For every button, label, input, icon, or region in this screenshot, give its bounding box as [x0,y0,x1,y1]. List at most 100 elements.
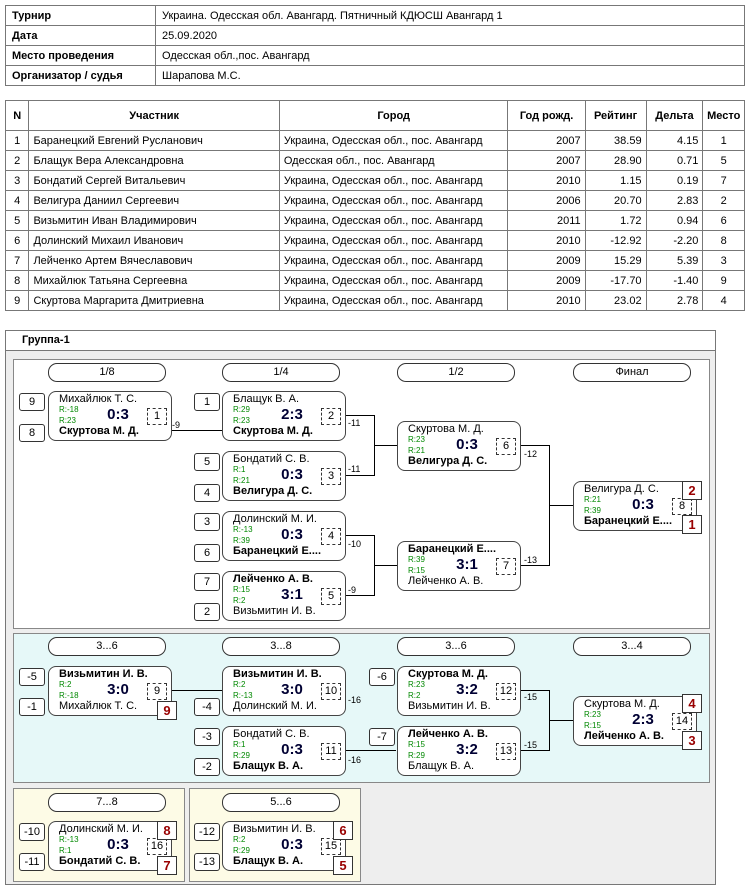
rating-top: R:1 [233,465,246,474]
round-header: 3...6 [397,637,515,656]
table-cell: 1.15 [584,170,647,191]
player-bottom: Велигура Д. С. [408,455,488,467]
info-value: 25.09.2020 [155,25,745,46]
place-badge: 5 [333,856,353,875]
round-header: 3...6 [48,637,166,656]
table-cell: Украина, Одесская обл., пос. Авангард [278,230,509,251]
round-header: 3...8 [222,637,340,656]
table-cell: 2010 [507,290,586,311]
rating-bottom: R:2 [233,596,246,605]
info-value: Шарапова М.С. [155,65,745,86]
rating-bottom: R:21 [408,446,425,455]
seed-box: 2 [194,603,220,621]
seed-box: 1 [194,393,220,411]
seed-box: -10 [19,823,45,841]
connector-line [346,475,374,476]
table-cell: 2 [702,190,745,211]
table-cell: Скуртова Маргарита Дмитриевна [28,290,280,311]
seed-box: -11 [19,853,45,871]
table-cell: 0.71 [645,150,704,171]
place-badge: 7 [157,856,177,875]
rating-bottom: R:39 [233,536,250,545]
match-score: 3:1 [281,586,303,603]
loser-label: -9 [172,420,181,430]
match-score: 2:3 [632,711,654,728]
player-top: Скуртова М. Д. [584,698,660,710]
rating-bottom: R:15 [408,566,425,575]
player-top: Лейченко А. В. [233,573,313,585]
column-header: Год рожд. [507,100,586,131]
loser-label: -15 [524,740,538,750]
place-badge: 1 [682,515,702,534]
table-cell: 3 [702,250,745,271]
place-badge: 8 [157,821,177,840]
rating-top: R:23 [584,710,601,719]
table-cell: 8 [4,270,30,291]
rating-top: R:2 [233,680,246,689]
loser-label: -9 [348,585,357,595]
match-number: 8 [672,498,692,515]
table-cell: 6 [4,230,30,251]
connector-line [521,445,549,446]
rating-top: R:2 [233,835,246,844]
player-top: Визьмитин И. В. [233,668,322,680]
player-bottom: Баранецкий Е.... [233,545,322,557]
table-cell: 20.70 [584,190,647,211]
seed-box: 9 [19,393,45,411]
player-bottom: Скуртова М. Д. [59,425,139,437]
table-cell: 0.94 [645,210,704,231]
match-number: 11 [321,743,341,760]
table-cell: 23.02 [584,290,647,311]
seed-box: -13 [194,853,220,871]
group-title: Группа-1 [6,331,715,351]
match-number: 14 [672,713,692,730]
round-header: 1/8 [48,363,166,382]
seed-box: 3 [194,513,220,531]
table-cell: 2006 [507,190,586,211]
place-badge: 6 [333,821,353,840]
table-cell: 2 [4,150,30,171]
seed-box: 7 [194,573,220,591]
player-bottom: Велигура Д. С. [233,485,313,497]
seed-box: -5 [19,668,45,686]
seed-box: -6 [369,668,395,686]
rating-top: R:2 [59,680,72,689]
match-number: 13 [496,743,516,760]
seed-box: -7 [369,728,395,746]
loser-label: -13 [524,555,538,565]
round-header: 1/4 [222,363,340,382]
match-score: 0:3 [456,436,478,453]
connector-line [549,505,573,506]
table-cell: 4 [702,290,745,311]
loser-label: -10 [348,539,362,549]
column-header: N [4,100,30,131]
table-cell: 2010 [507,170,586,191]
player-top: Долинский М. И. [233,513,317,525]
player-bottom: Баранецкий Е.... [584,515,673,527]
seed-box: 4 [194,484,220,502]
rating-bottom: R:-18 [59,691,79,700]
table-cell: 38.59 [584,130,647,151]
table-cell: 2.83 [645,190,704,211]
round-header: 1/2 [397,363,515,382]
match-number: 10 [321,683,341,700]
table-cell: 2009 [507,250,586,271]
connector-line [172,690,222,691]
table-cell: 9 [702,270,745,291]
match-score: 0:3 [632,496,654,513]
match-score: 2:3 [281,406,303,423]
info-key: Место проведения [5,45,156,66]
rating-top: R:15 [408,740,425,749]
connector-line [521,750,549,751]
